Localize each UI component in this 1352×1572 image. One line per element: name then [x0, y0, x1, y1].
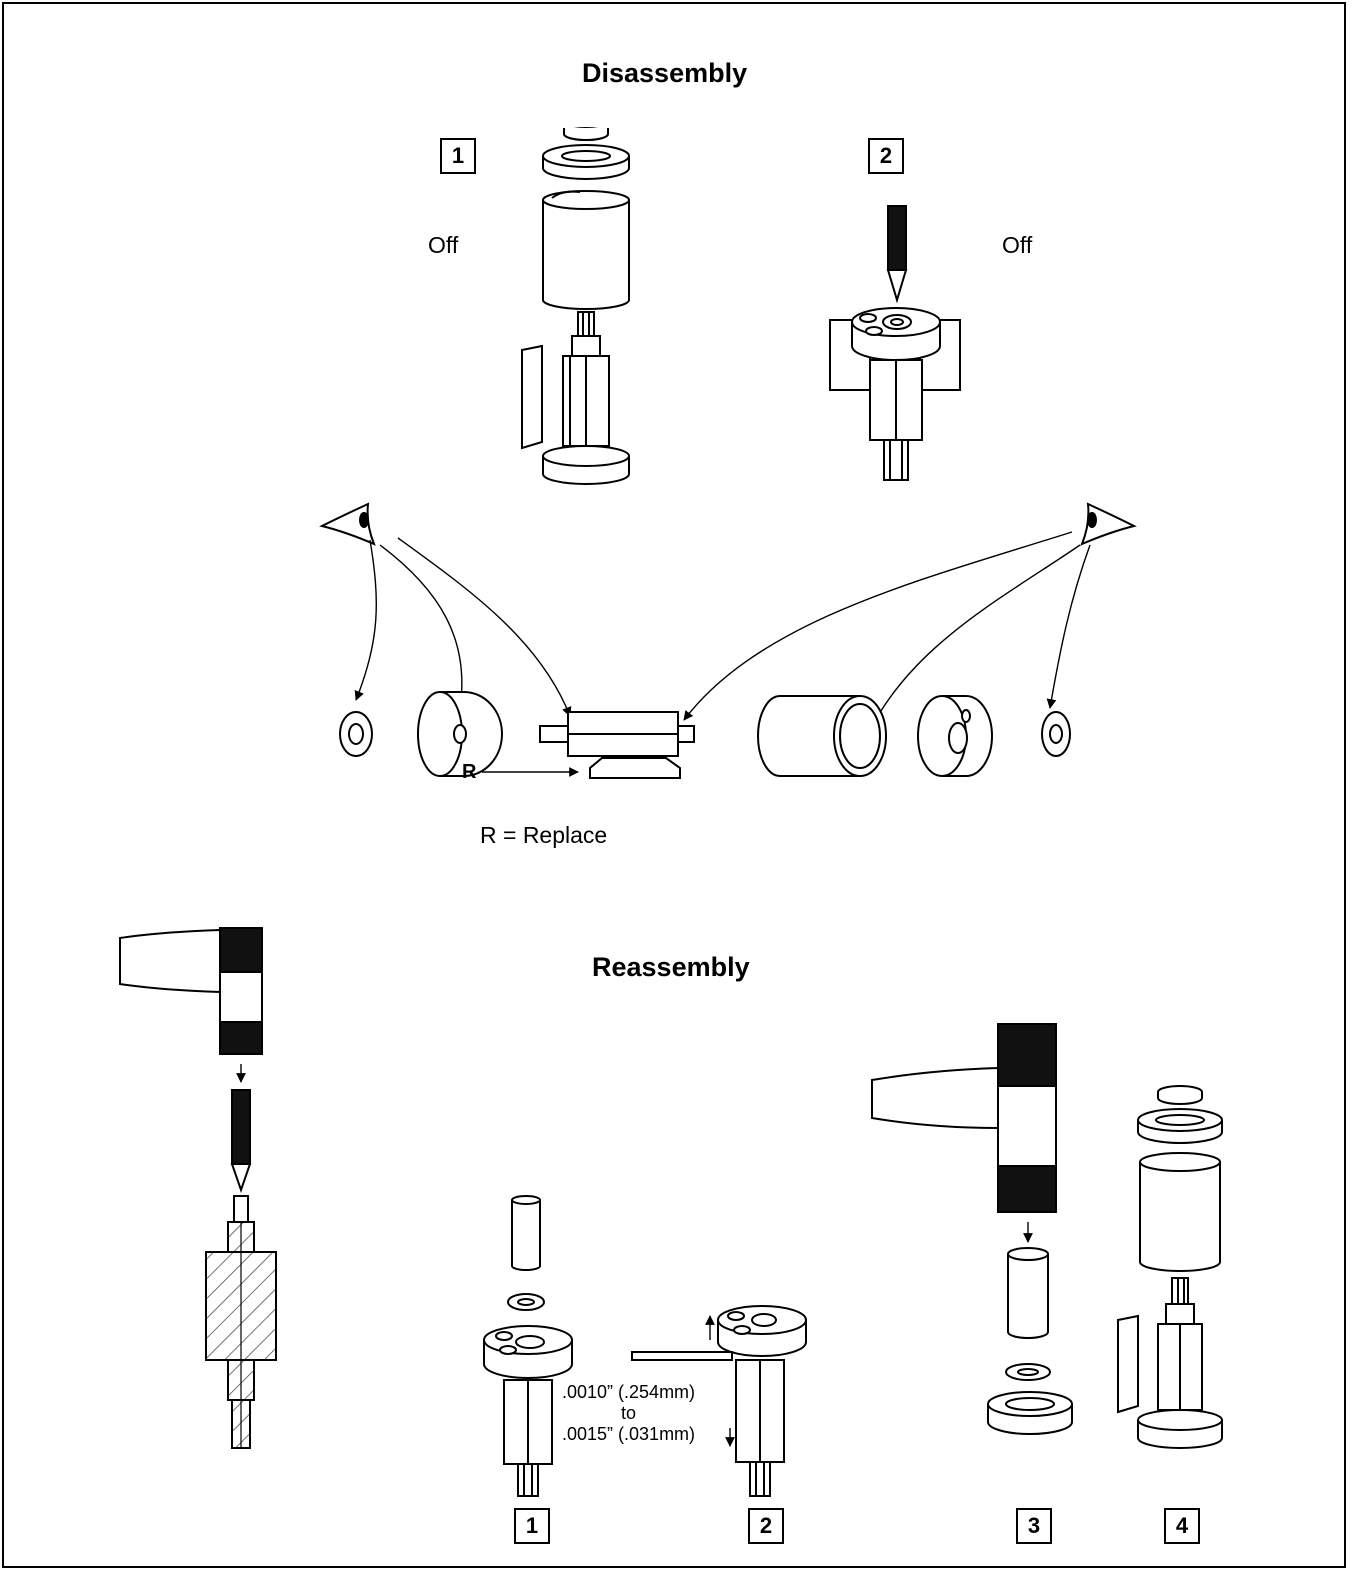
component-small-washer [1041, 711, 1071, 757]
feeler-gauge [631, 1351, 733, 1361]
vane [521, 344, 543, 450]
component-washer [339, 711, 373, 757]
component-cylinder [757, 695, 887, 777]
reassembly-step1-assembly [483, 1195, 573, 1497]
disassembly-step-2-action: Off [1002, 232, 1033, 258]
eye-icon [319, 502, 376, 546]
disassembly-step2-assembly [829, 205, 961, 481]
component-vane [589, 757, 681, 779]
bearing-pin [233, 1195, 249, 1223]
reassembly-step2-assembly [631, 1305, 807, 1497]
tolerance-note: .0010” (.254mm) to .0015” (.031mm) [562, 1382, 695, 1445]
small-washer [563, 127, 609, 141]
reassembly-step4-assembly [1117, 1085, 1223, 1449]
mallet-icon [119, 927, 263, 1055]
rear-end-plate [542, 445, 630, 485]
disassembly-step1-assembly [521, 127, 630, 485]
cylinder [542, 190, 630, 310]
replace-legend: R = Replace [480, 822, 608, 848]
replace-key: R [462, 761, 477, 783]
reassembly-step3-assembly [871, 1023, 1073, 1435]
disassembly-step-1-action: Off [428, 232, 459, 258]
reassembly-step-3-badge: 3 [1016, 1508, 1052, 1544]
tolerance-to: to [621, 1403, 637, 1423]
tolerance-max: .0015” (.031mm) [562, 1424, 696, 1444]
component-rotor [539, 711, 695, 757]
sectioned-rotor-housing [205, 1221, 277, 1449]
reassembly-title: Reassembly [592, 952, 750, 982]
disassembly-step-2-badge: 2 [868, 138, 904, 174]
disassembly-step-1-badge: 1 [440, 138, 476, 174]
eye-icon [1080, 502, 1137, 546]
component-end-plate [417, 691, 503, 777]
reassembly-step-2-badge: 2 [748, 1508, 784, 1544]
drift-punch [886, 205, 908, 304]
rotor-body [562, 335, 610, 447]
inspection-arrows [354, 531, 1091, 753]
end-plate [542, 144, 630, 180]
rotor-spline [577, 311, 595, 337]
reassembly-step-1-badge: 1 [514, 1508, 550, 1544]
tolerance-min: .0010” (.254mm) [562, 1382, 696, 1402]
drift-punch [230, 1089, 252, 1194]
end-plate-with-rotor [851, 307, 941, 481]
reassembly-step-4-badge: 4 [1164, 1508, 1200, 1544]
disassembly-title: Disassembly [582, 58, 748, 88]
component-rear-end-plate [917, 695, 993, 777]
